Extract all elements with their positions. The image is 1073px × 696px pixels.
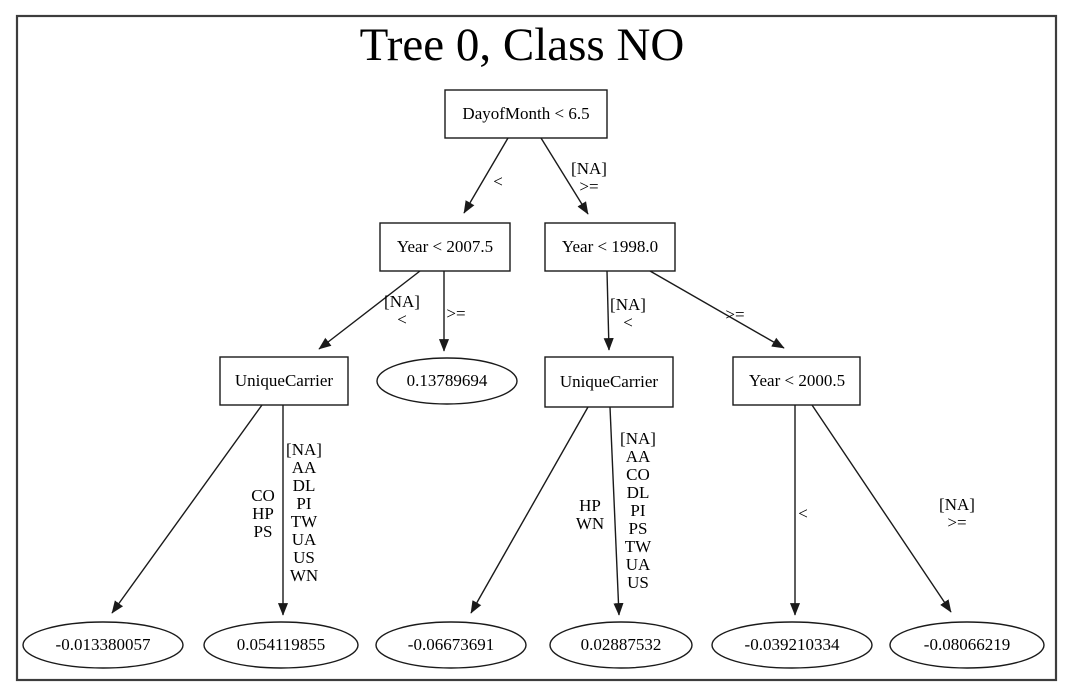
node-carrier-left-label: UniqueCarrier (234, 371, 334, 390)
edge-year-2000-right (811, 404, 952, 613)
node-year-left-label: Year < 2007.5 (396, 237, 494, 256)
edge-carrier-right-left (470, 406, 589, 614)
leaf-3-ellipse (375, 621, 527, 669)
edge-year-right-left (603, 270, 614, 351)
node-year-2000-label: Year < 2000.5 (748, 371, 846, 390)
edge-label-carrier-left-left: CO HP PS (251, 486, 275, 541)
node-root-label: DayofMonth < 6.5 (462, 104, 590, 123)
node-year-right-box (544, 222, 676, 272)
leaf-5-value: -0.039210334 (744, 635, 840, 654)
leaf-2-ellipse (203, 621, 359, 669)
leaf-mid-value: 0.13789694 (406, 371, 488, 390)
node-root-box (444, 89, 608, 139)
leaf-4-value: 0.02887532 (580, 635, 662, 654)
leaf-2-value: 0.054119855 (236, 635, 326, 654)
edge-label-carrier-right-left: HP WN (575, 496, 605, 533)
edge-label-carrier-right-right: [NA] AA CO DL PI PS TW UA US (620, 429, 656, 592)
edge-year-left-left (318, 270, 421, 350)
edge-label-year-2000-left: < (798, 504, 808, 523)
edge-root-left (463, 137, 509, 214)
edge-label-root-right: [NA] >= (571, 159, 607, 196)
leaf-6-ellipse (889, 621, 1045, 669)
leaf-5-ellipse (711, 621, 873, 669)
node-carrier-right-label: UniqueCarrier (559, 372, 659, 391)
leaf-1-ellipse (22, 621, 184, 669)
edge-label-year-right-right: >= (725, 305, 745, 324)
leaf-4-ellipse (549, 621, 693, 669)
node-carrier-right-box (544, 356, 674, 408)
edge-label-year-left-right: >= (446, 304, 466, 323)
edge-carrier-right-right (609, 406, 624, 616)
leaf-1-value: -0.013380057 (55, 635, 151, 654)
edge-label-year-left-left: [NA] < (384, 292, 420, 329)
edge-label-root-left: < (493, 172, 503, 191)
edge-label-year-2000-right: [NA] >= (939, 495, 975, 532)
edge-root-right (540, 137, 589, 215)
edge-label-carrier-left-right: [NA] AA DL PI TW UA US WN (286, 440, 322, 585)
node-year-right-label: Year < 1998.0 (561, 237, 659, 256)
leaf-3-value: -0.06673691 (407, 635, 495, 654)
edge-year-right-right (649, 270, 785, 349)
leaf-6-value: -0.08066219 (923, 635, 1011, 654)
edge-label-year-right-left: [NA] < (610, 295, 646, 332)
edge-carrier-left-left (111, 404, 263, 614)
node-year-2000-box (732, 356, 861, 406)
leaf-mid-ellipse (376, 357, 518, 405)
node-carrier-left-box (219, 356, 349, 406)
diagram-border (15, 14, 1058, 682)
diagram-title: Tree 0, Class NO (359, 19, 685, 71)
node-year-left-box (379, 222, 511, 272)
